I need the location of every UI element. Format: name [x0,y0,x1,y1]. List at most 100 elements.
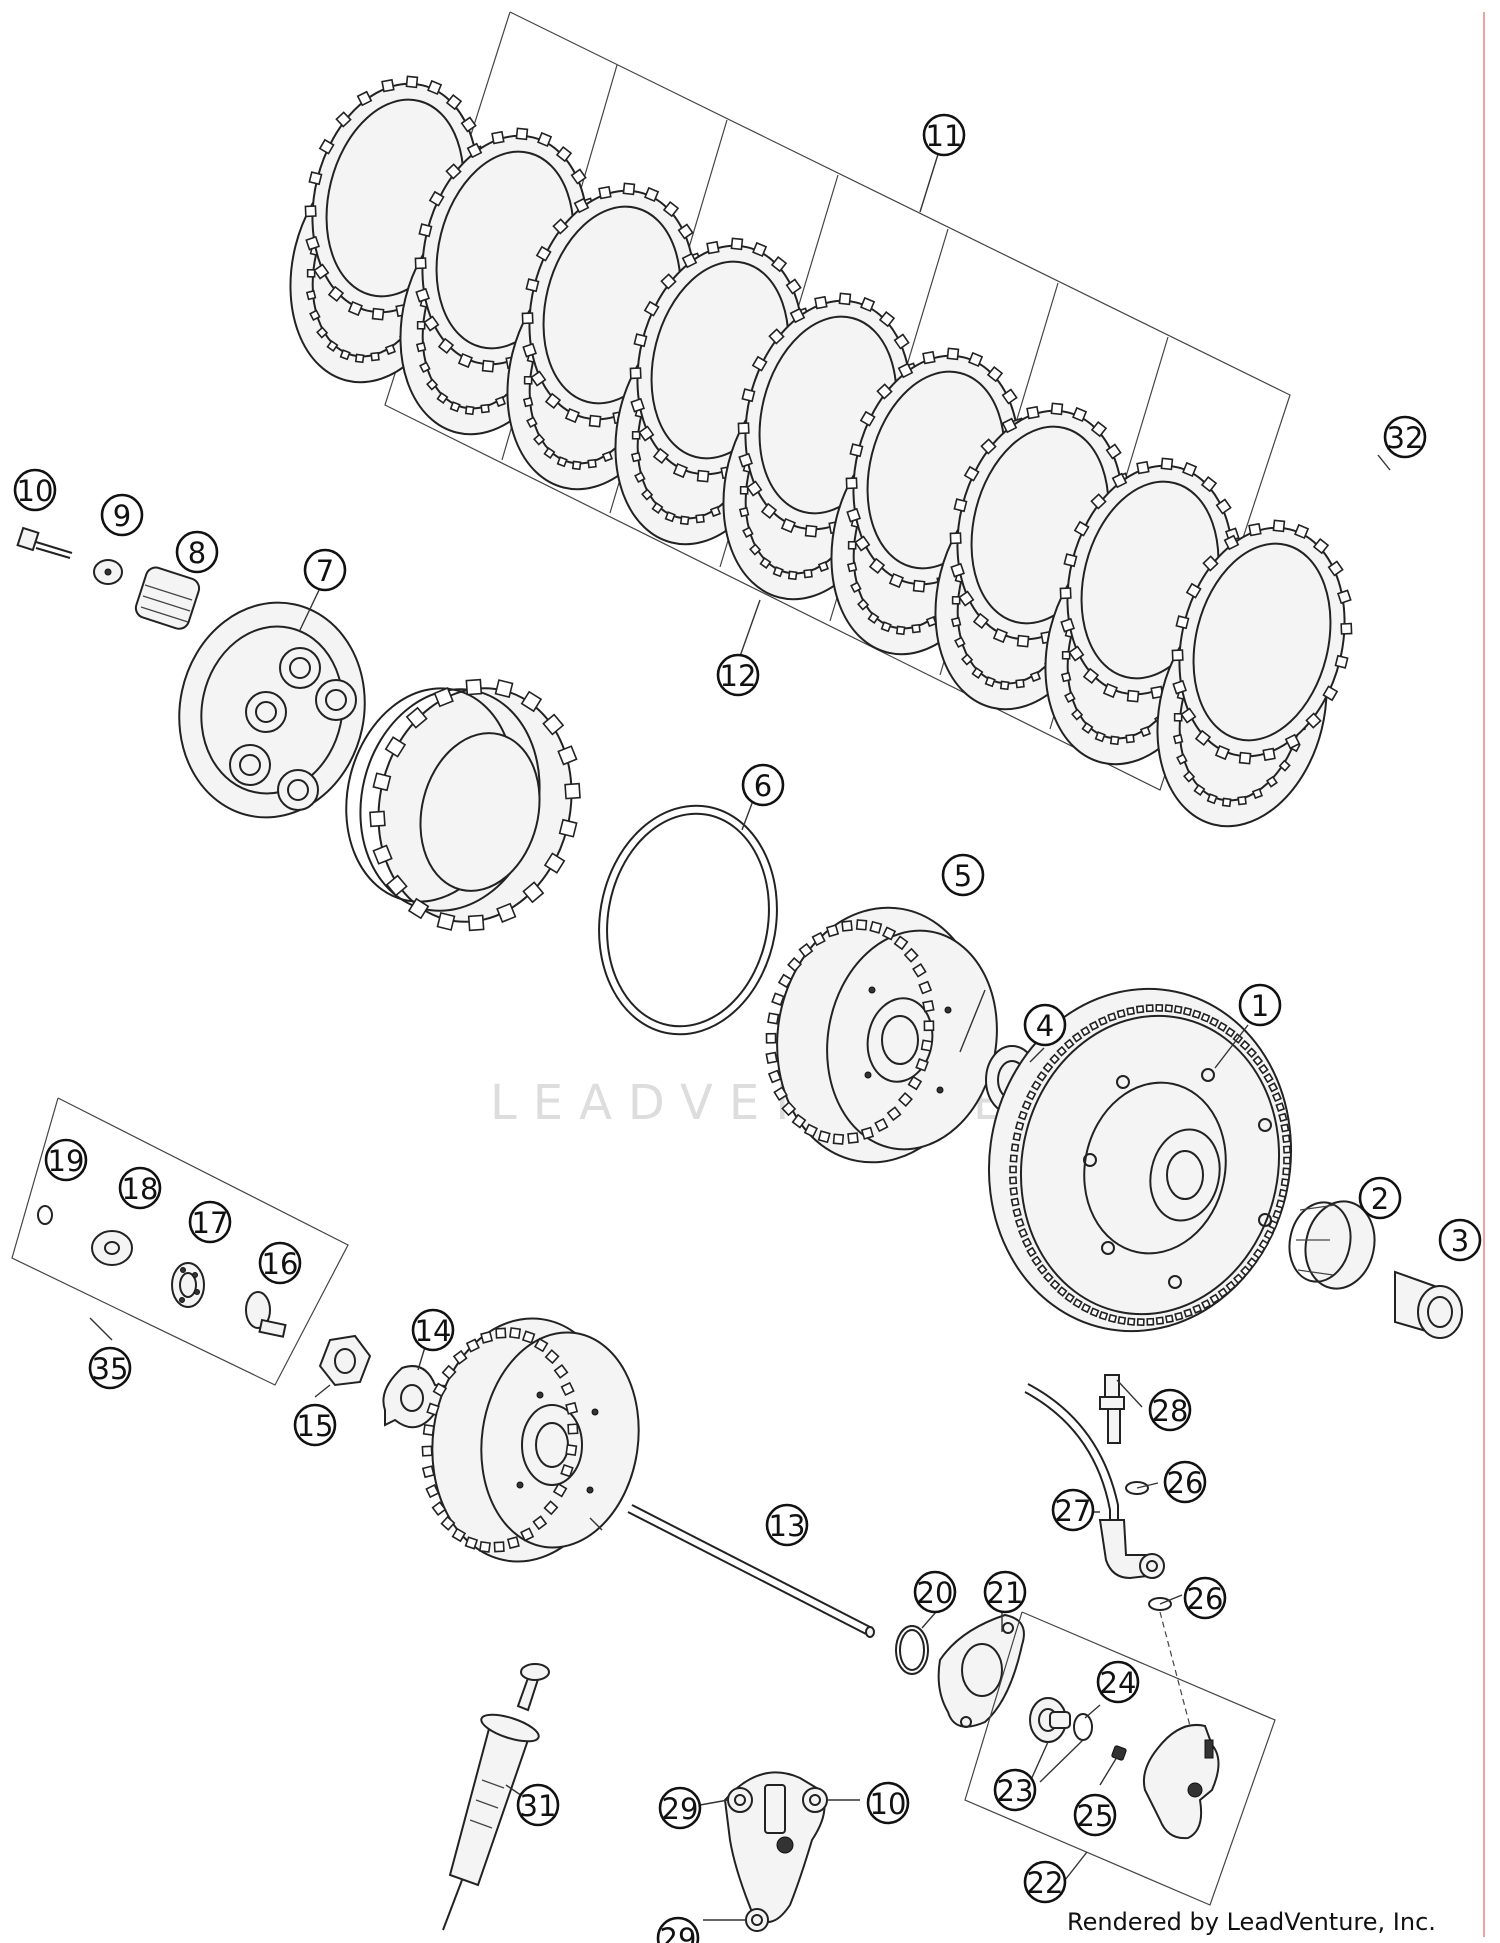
spring-washer [93,559,123,585]
callout-32: 32 [1383,415,1427,459]
steel-disc-tooth [419,361,431,374]
callout-number: 2 [1371,1182,1389,1216]
friction-disc-tab [1185,582,1202,599]
basket-gear-tooth [1107,1012,1117,1022]
hub-tooth [777,973,793,989]
friction-disc-tab [1294,523,1310,540]
basket-gear-tooth [1278,1112,1288,1123]
hub-tooth [847,1132,859,1144]
friction-disc-tab [746,480,763,497]
callout-26: 26 [1163,1460,1207,1504]
friction-disc-tab [629,367,642,380]
pack-tab [496,902,517,924]
friction-disc-tab [460,116,477,133]
steel-disc-tooth [803,568,813,579]
friction-disc-tab [414,257,427,270]
basket-gear-tooth [1239,1039,1251,1051]
basket-gear-tooth [1026,1246,1037,1258]
steel-disc-tooth [1125,733,1135,744]
friction-disc-tab [912,579,926,593]
steel-disc-tooth [739,485,749,495]
pack-tab [369,810,386,828]
friction-disc-tab [1194,729,1212,747]
primary-gear-tooth [533,1337,549,1353]
callout-number: 13 [769,1509,806,1543]
friction-disc-tab [1160,457,1174,471]
steel-disc-tooth [1064,691,1076,704]
friction-disc-tab [1262,747,1276,762]
friction-disc-tab [662,200,680,218]
friction-disc-tab [1248,522,1262,537]
basket-gear-tooth [1026,1090,1037,1101]
friction-disc-tab [660,273,677,290]
friction-disc-tab [897,362,914,379]
basket-gear-tooth [1282,1145,1291,1154]
friction-disc-tab [1136,460,1150,475]
callout-12: 12 [716,653,760,697]
basket-gear-tooth [1258,1239,1270,1250]
friction-disc-tab [555,145,573,163]
steel-disc-tooth [1265,775,1278,788]
callout-13: 13 [765,1503,809,1547]
hub-tooth [922,999,935,1013]
wire-ring [598,804,778,1036]
friction-disc-tab [371,307,385,321]
hub-tooth [803,1123,819,1138]
footer-credit: Rendered by LeadVenture, Inc. [1067,1908,1436,1936]
friction-disc-tab [1090,420,1108,438]
clutch-disc [1156,519,1353,828]
bleed-nipple [1099,1374,1125,1444]
hub-tooth [920,1039,933,1052]
basket-gear-tooth [1280,1178,1290,1187]
basket-gear-tooth [1009,1186,1019,1196]
steel-disc-tooth [738,506,750,518]
friction-disc-tab [1082,667,1100,685]
basket-gear-tooth [1283,1156,1291,1165]
friction-disc-tab [1337,589,1352,605]
steel-disc-tooth [494,396,506,408]
basket-gear-tooth [1136,1318,1145,1327]
callout-16: 16 [258,1241,302,1285]
basket-gear-tooth [1225,1027,1236,1038]
steel-disc-tooth [679,515,690,526]
steel-disc-tooth [664,511,676,523]
callout-4: 4 [1023,1003,1067,1047]
basket-gear-tooth [1089,1307,1100,1318]
friction-disc-tab [838,292,852,306]
callout-number: 17 [192,1206,229,1240]
basket-gear-tooth [1009,1176,1018,1185]
hub-tooth [881,926,897,941]
steel-disc-tooth [630,451,642,463]
callout-31: 31 [516,1783,560,1827]
friction-disc-tab [544,392,562,410]
friction-disc-tab [1068,645,1085,662]
steel-disc-tooth [533,433,546,446]
hub-tooth [791,1113,807,1129]
basket-gear-tooth [1010,1197,1020,1207]
friction-disc-tab [1090,493,1107,510]
basket-gear-tooth [1258,1063,1269,1075]
friction-disc-tab [785,278,802,295]
friction-disc-tab [491,130,505,145]
steel-disc-tooth [742,526,754,539]
steel-disc-tooth [305,289,317,301]
steel-disc-tooth [464,405,475,416]
steel-disc-tooth [1251,788,1263,800]
callout-number: 9 [113,499,131,533]
friction-disc-tab [849,443,864,458]
friction-disc-tab [986,365,1004,383]
basket-gear-tooth [1097,1016,1108,1027]
hub-tooth [832,1133,845,1145]
basket-gear-tooth [1240,1265,1251,1277]
callout-29: 29 [656,1916,700,1943]
hub-tooth [886,1106,902,1122]
basket-gear-tooth [1107,1313,1118,1324]
friction-disc-tab [1175,615,1190,630]
callout-5: 5 [941,853,985,897]
callout-14: 14 [411,1308,455,1352]
friction-disc-tab [868,557,886,575]
callout-number: 16 [262,1247,299,1281]
primary-gear-tooth [544,1349,560,1365]
hub-tooth [912,963,927,978]
